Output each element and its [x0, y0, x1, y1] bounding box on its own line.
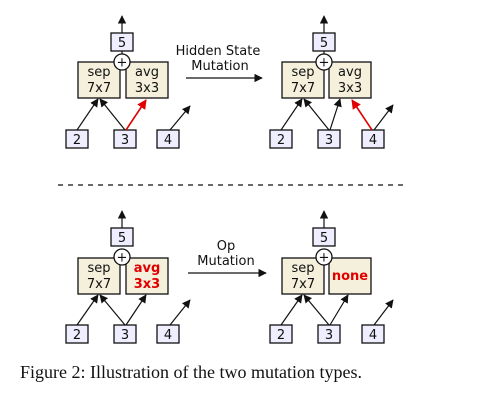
node-input-2-label: 2	[73, 133, 81, 148]
op-sep-line2: 7x7	[87, 277, 111, 292]
node-output-label: 5	[118, 36, 126, 51]
op-avg-mutated	[125, 257, 169, 295]
op-mutation-label: Op Mutation	[188, 239, 267, 278]
op-sep	[281, 61, 325, 99]
node-output-label: 5	[118, 231, 126, 246]
op-avg-line2: 3x3	[338, 81, 362, 96]
mutated-input-arrow	[125, 99, 147, 131]
hidden-mutation-line1: Hidden State	[176, 44, 261, 59]
node-input-3-label: 3	[325, 133, 333, 148]
op-sep	[281, 257, 325, 295]
plus-node	[113, 53, 131, 71]
node-output	[110, 227, 134, 247]
node-output-label: 5	[320, 36, 328, 51]
op-sep-line1: sep	[291, 261, 314, 276]
node-input-3-label: 3	[325, 328, 333, 343]
plus-node	[315, 53, 333, 71]
op-sep-line1: sep	[291, 65, 314, 80]
hidden-mutation-line2: Mutation	[191, 59, 248, 74]
op-avg-line1: avg	[338, 65, 362, 80]
panel-hidden-before: 5 sep 7x7 avg 3x3 + 2 3 4	[65, 15, 180, 149]
op-none-label: none	[332, 269, 368, 284]
plus-sign: +	[319, 56, 330, 71]
op-mutation-line1: Op	[217, 239, 235, 254]
op-sep	[77, 257, 121, 295]
node-input-3-label: 3	[121, 328, 129, 343]
node-input-2-label: 2	[277, 328, 285, 343]
node-input-4-label: 4	[164, 328, 172, 343]
plus-node	[113, 248, 131, 266]
node-input-2-label: 2	[73, 328, 81, 343]
plus-sign: +	[117, 56, 128, 71]
plus-sign: +	[117, 251, 128, 266]
op-avg-line1: avg	[135, 65, 159, 80]
op-sep-line2: 7x7	[87, 81, 111, 96]
node-input-3-label: 3	[121, 133, 129, 148]
plus-sign: +	[319, 251, 330, 266]
op-avg-line2: 3x3	[134, 277, 160, 292]
node-input-4	[156, 129, 180, 149]
node-input-2-label: 2	[277, 133, 285, 148]
node-input-4	[361, 324, 385, 344]
op-sep-line2: 7x7	[291, 81, 315, 96]
op-avg-line1: avg	[134, 261, 161, 276]
mutated-input-arrow	[351, 99, 373, 131]
op-sep-line1: sep	[87, 261, 110, 276]
node-input-4	[361, 129, 385, 149]
op-sep-line2: 7x7	[291, 277, 315, 292]
node-output-label: 5	[320, 231, 328, 246]
panel-hidden-after: 5 sep 7x7 avg 3x3 + 2 3 4	[269, 15, 394, 149]
hidden-state-mutation-label: Hidden State Mutation	[176, 44, 263, 83]
node-input-4-label: 4	[369, 328, 377, 343]
node-input-4	[156, 324, 180, 344]
node-input-4-label: 4	[164, 133, 172, 148]
op-avg	[125, 61, 169, 99]
op-avg	[328, 61, 372, 99]
panel-op-after: 5 sep 7x7 none + 2 3 4	[269, 210, 394, 344]
op-avg-line2: 3x3	[135, 81, 159, 96]
plus-node	[315, 248, 333, 266]
op-sep-line1: sep	[87, 65, 110, 80]
figure-caption: Figure 2: Illustration of the two mutati…	[20, 362, 362, 382]
op-none	[328, 257, 372, 295]
panel-op-before: 5 sep 7x7 avg 3x3 + 2 3 4	[65, 210, 191, 344]
op-sep	[77, 61, 121, 99]
node-input-4-label: 4	[369, 133, 377, 148]
op-mutation-line2: Mutation	[197, 254, 254, 269]
node-output	[312, 227, 336, 247]
